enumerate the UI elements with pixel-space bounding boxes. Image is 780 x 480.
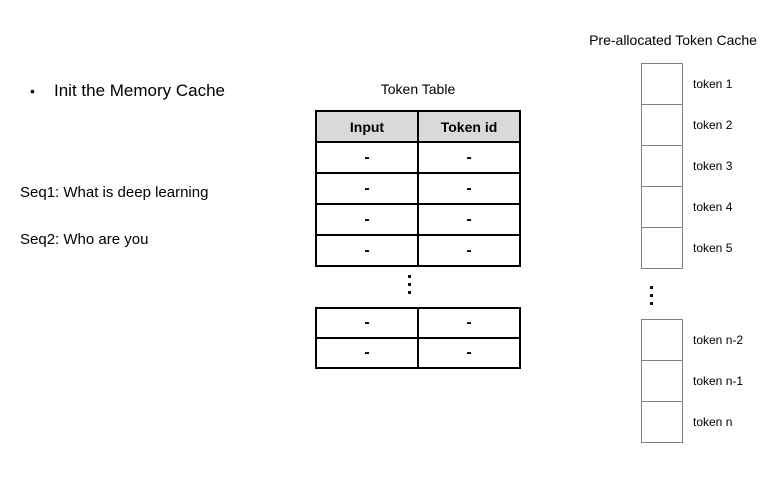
cache-slot: token 5 xyxy=(641,227,732,269)
seq2-text: Seq2: Who are you xyxy=(20,231,149,248)
cache-box xyxy=(641,227,683,269)
table-row: - - xyxy=(317,141,519,172)
ellipsis-dot xyxy=(408,291,411,294)
cache-slot: token 4 xyxy=(641,186,732,228)
token-table-extra-rows: - - - - xyxy=(315,307,521,369)
ellipsis-dot xyxy=(650,286,653,289)
ellipsis-dot xyxy=(650,302,653,305)
cache-slot-label: token n-1 xyxy=(693,374,744,388)
cache-slot: token 1 xyxy=(641,63,732,105)
cache-box xyxy=(641,63,683,105)
table-row: - - xyxy=(317,172,519,203)
cache-slot: token n-2 xyxy=(641,319,743,361)
table-cell-input: - xyxy=(364,210,370,228)
table-cell-input: - xyxy=(364,314,370,331)
cache-box xyxy=(641,360,683,402)
cache-slot-label: token n xyxy=(693,415,733,429)
cache-slot: token 2 xyxy=(641,104,732,146)
table-cell-token-id: - xyxy=(417,339,519,367)
table-cell-token-id: - xyxy=(417,236,519,265)
cache-slot: token 3 xyxy=(641,145,732,187)
bullet-icon: • xyxy=(30,83,35,99)
cache-slot-label: token 5 xyxy=(693,241,733,255)
cache-box xyxy=(641,319,683,361)
token-cache-top-stack: token 1 token 2 token 3 token 4 token 5 xyxy=(641,63,732,269)
cache-box xyxy=(641,186,683,228)
table-cell-input: - xyxy=(364,179,370,197)
token-table-header-row: Input Token id xyxy=(317,112,519,141)
header-cell-token-id: Token id xyxy=(417,112,519,141)
cache-vertical-ellipsis-icon xyxy=(650,286,653,305)
table-row: - - xyxy=(317,337,519,367)
table-cell-token-id: - xyxy=(417,174,519,203)
token-cache-title: Pre-allocated Token Cache xyxy=(589,32,757,48)
token-table: Input Token id - - - - - - - - xyxy=(315,110,521,267)
table-cell-token-id: - xyxy=(417,309,519,337)
ellipsis-dot xyxy=(408,275,411,278)
cache-slot-label: token 4 xyxy=(693,200,733,214)
token-cache-bottom-stack: token n-2 token n-1 token n xyxy=(641,319,743,443)
ellipsis-dot xyxy=(650,294,653,297)
cache-slot: token n xyxy=(641,401,743,443)
init-memory-cache-label: Init the Memory Cache xyxy=(54,81,226,100)
token-table-title: Token Table xyxy=(380,81,456,97)
table-cell-input: - xyxy=(364,344,370,361)
ellipsis-dot xyxy=(408,283,411,286)
cache-box xyxy=(641,145,683,187)
table-row: - - xyxy=(317,309,519,337)
table-cell-input: - xyxy=(364,148,370,166)
table-cell-token-id: - xyxy=(417,143,519,172)
cache-box xyxy=(641,104,683,146)
table-row: - - xyxy=(317,203,519,234)
init-memory-cache-bullet-item: • Init the Memory Cache xyxy=(30,81,225,101)
cache-slot-label: token n-2 xyxy=(693,333,744,347)
cache-slot-label: token 1 xyxy=(693,77,733,91)
table-cell-token-id: - xyxy=(417,205,519,234)
table-row: - - xyxy=(317,234,519,265)
cache-slot: token n-1 xyxy=(641,360,743,402)
cache-slot-label: token 2 xyxy=(693,118,733,132)
seq1-text: Seq1: What is deep learning xyxy=(20,184,209,201)
table-vertical-ellipsis-icon xyxy=(408,275,411,294)
header-cell-input: Input xyxy=(317,112,417,141)
table-cell-input: - xyxy=(364,241,370,259)
cache-slot-label: token 3 xyxy=(693,159,733,173)
cache-box xyxy=(641,401,683,443)
